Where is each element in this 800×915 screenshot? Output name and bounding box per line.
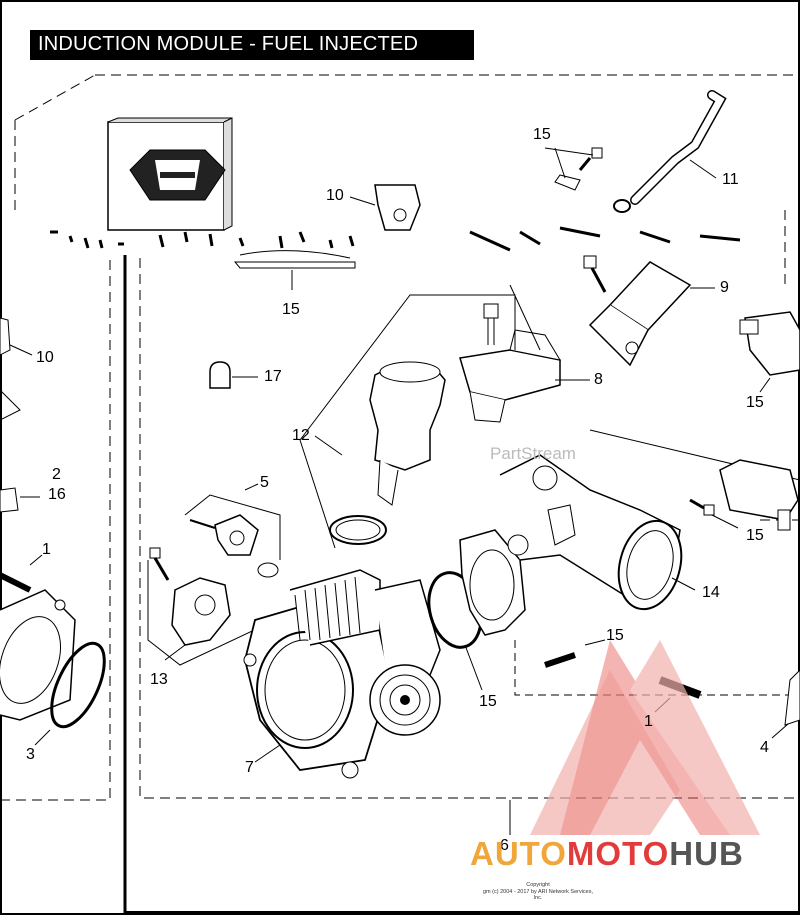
mounting-stud-left <box>0 554 76 721</box>
callout-13[interactable]: 13 <box>150 671 168 688</box>
partstream-watermark: PartStream <box>490 444 576 463</box>
intake-manifold <box>459 284 800 636</box>
callout-15[interactable]: 15 <box>282 301 300 318</box>
fuel-injector-right <box>739 311 800 393</box>
copyright-notice: Copyright gm (c) 2004 - 2017 by ARI Netw… <box>478 882 598 902</box>
upper-boundary <box>14 74 800 215</box>
callout-10[interactable]: 10 <box>36 349 54 366</box>
title-bar: INDUCTION MODULE - FUEL INJECTED <box>30 30 474 60</box>
callout-17[interactable]: 17 <box>264 368 282 385</box>
callout-15[interactable]: 15 <box>746 527 764 544</box>
gasket-flat <box>233 250 356 290</box>
brand-part-moto: MOTO <box>566 835 670 872</box>
copyright-line-2: gm (c) 2004 - 2017 by ARI Network Servic… <box>482 888 594 902</box>
callout-2[interactable]: 2 <box>52 466 61 483</box>
callout-15[interactable]: 15 <box>746 394 764 411</box>
fuel-rail <box>583 255 715 367</box>
temperature-sensor <box>689 459 799 531</box>
throttle-position-sensor <box>184 483 281 578</box>
screw-upper <box>544 147 631 213</box>
idle-air-control-valve <box>299 294 516 549</box>
callout-8[interactable]: 8 <box>594 371 603 388</box>
brand-part-hub: HUB <box>669 835 744 872</box>
brand-logo-text: AUTOMOTOHUB <box>470 835 744 873</box>
throttle-body <box>243 569 441 779</box>
callout-10[interactable]: 10 <box>326 187 344 204</box>
callout-6[interactable]: 6 <box>500 837 509 854</box>
callout-7[interactable]: 7 <box>245 759 254 776</box>
vacuum-cap <box>209 361 258 389</box>
callout-15[interactable]: 15 <box>533 126 551 143</box>
seal-left <box>50 641 106 729</box>
fuel-line <box>630 90 727 205</box>
watermark-logo <box>530 640 760 835</box>
callout-11[interactable]: 11 <box>722 171 739 188</box>
page-title: INDUCTION MODULE - FUEL INJECTED <box>38 33 419 55</box>
fuel-injector-left <box>0 317 33 421</box>
sensor-left-page <box>0 487 40 513</box>
brand-part-auto: AUTO <box>470 835 567 872</box>
subgroup-boundary <box>514 640 800 696</box>
callout-14[interactable]: 14 <box>702 584 720 601</box>
callout-1[interactable]: 1 <box>42 541 51 558</box>
callout-16[interactable]: 16 <box>48 486 66 503</box>
bracket <box>459 303 590 423</box>
callout-12[interactable]: 12 <box>292 427 310 444</box>
map-sensor <box>147 547 266 666</box>
scan-artifact <box>50 226 741 252</box>
callout-15[interactable]: 15 <box>479 693 497 710</box>
parts-package <box>107 117 233 231</box>
left-boundary <box>0 255 111 801</box>
callout-4[interactable]: 4 <box>760 739 769 756</box>
callout-9[interactable]: 9 <box>720 279 729 296</box>
callout-3[interactable]: 3 <box>26 746 35 763</box>
callout-15[interactable]: 15 <box>606 627 624 644</box>
callout-1[interactable]: 1 <box>644 713 653 730</box>
callout-5[interactable]: 5 <box>260 474 269 491</box>
copyright-line-1: Copyright <box>526 882 550 888</box>
fuel-injector-upper <box>349 184 421 231</box>
